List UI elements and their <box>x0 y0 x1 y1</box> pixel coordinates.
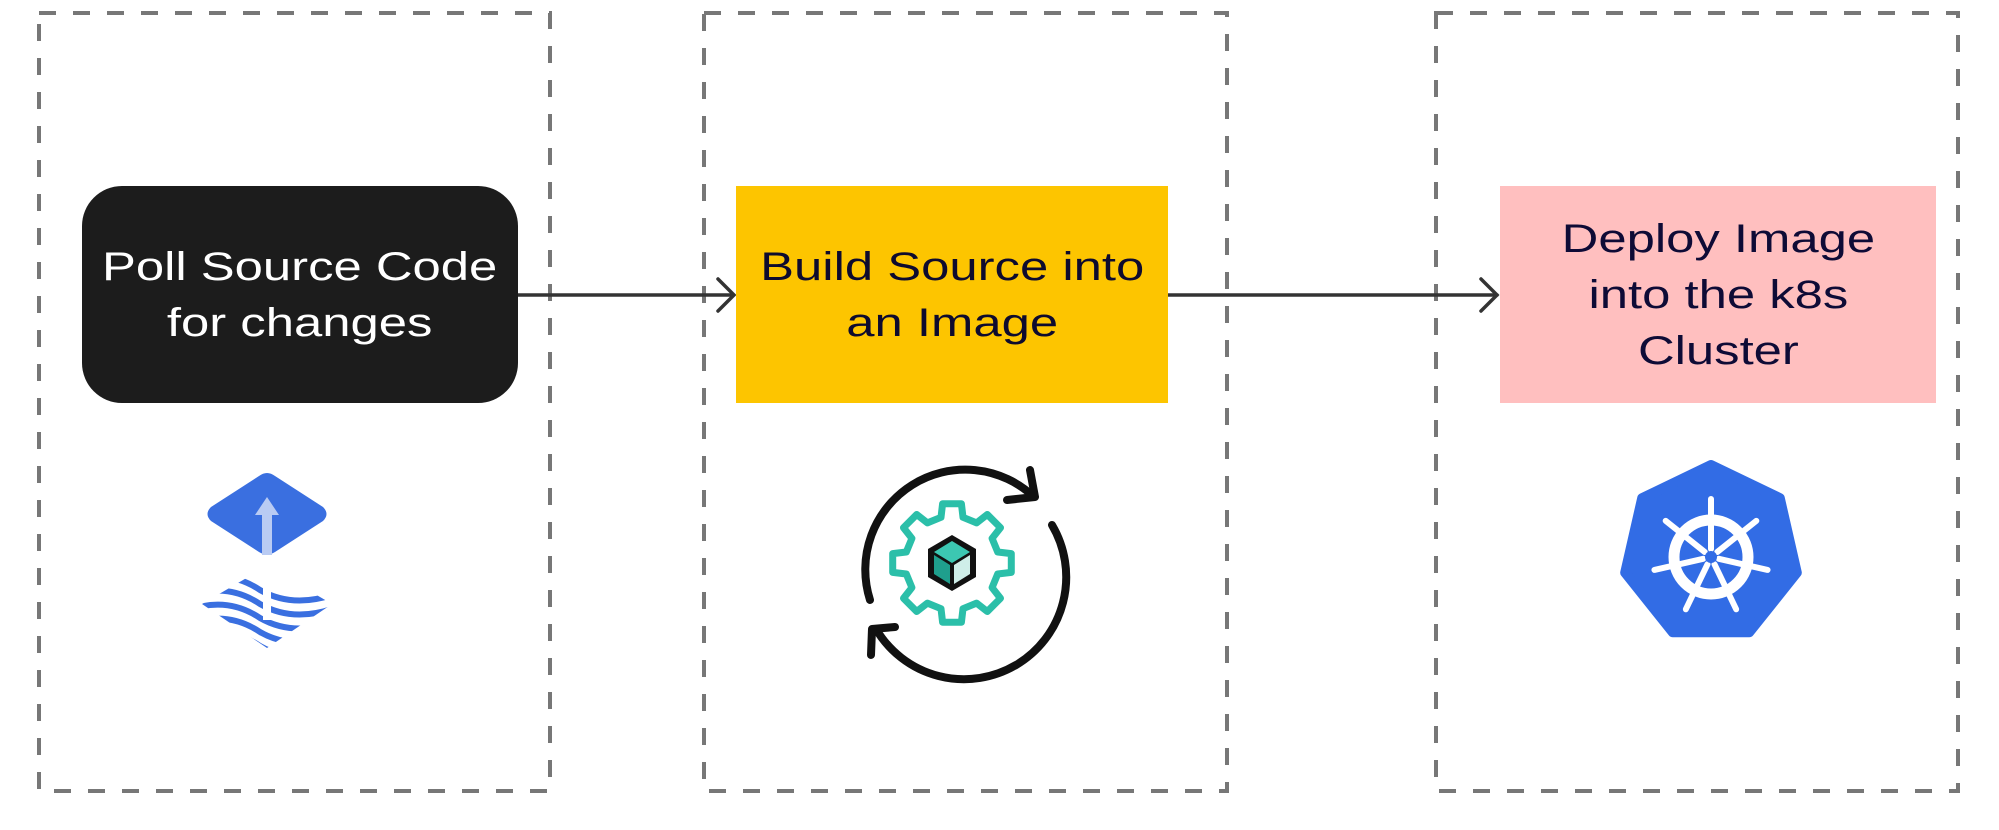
stage-label: Build Source into an Image <box>759 244 1145 345</box>
stage-poll-source-code: Poll Source Code for changes <box>82 186 518 403</box>
kubernetes-icon <box>1620 460 1802 638</box>
wheel-spoke <box>1715 555 1771 573</box>
flux-icon <box>202 473 332 648</box>
wheel-spoke <box>1682 561 1711 613</box>
wheel-spoke <box>1651 555 1707 573</box>
stage-label: Deploy Image into the k8s Cluster <box>1561 216 1875 373</box>
build-cycle-gear-icon <box>861 465 1071 684</box>
lane-poll <box>37 11 552 793</box>
wheel-spoke <box>1662 517 1708 556</box>
stage-deploy-k8s: Deploy Image into the k8s Cluster <box>1500 186 1936 403</box>
arrow-poll-to-build <box>516 277 737 313</box>
lane-deploy <box>1434 11 1960 793</box>
wheel-spoke <box>1711 561 1740 613</box>
stage-build-image: Build Source into an Image <box>736 186 1168 403</box>
lane-build <box>702 11 1229 793</box>
arrow-build-to-deploy <box>1166 277 1500 313</box>
wheel-spoke <box>1714 517 1760 556</box>
stage-label: Poll Source Code for changes <box>102 244 498 345</box>
